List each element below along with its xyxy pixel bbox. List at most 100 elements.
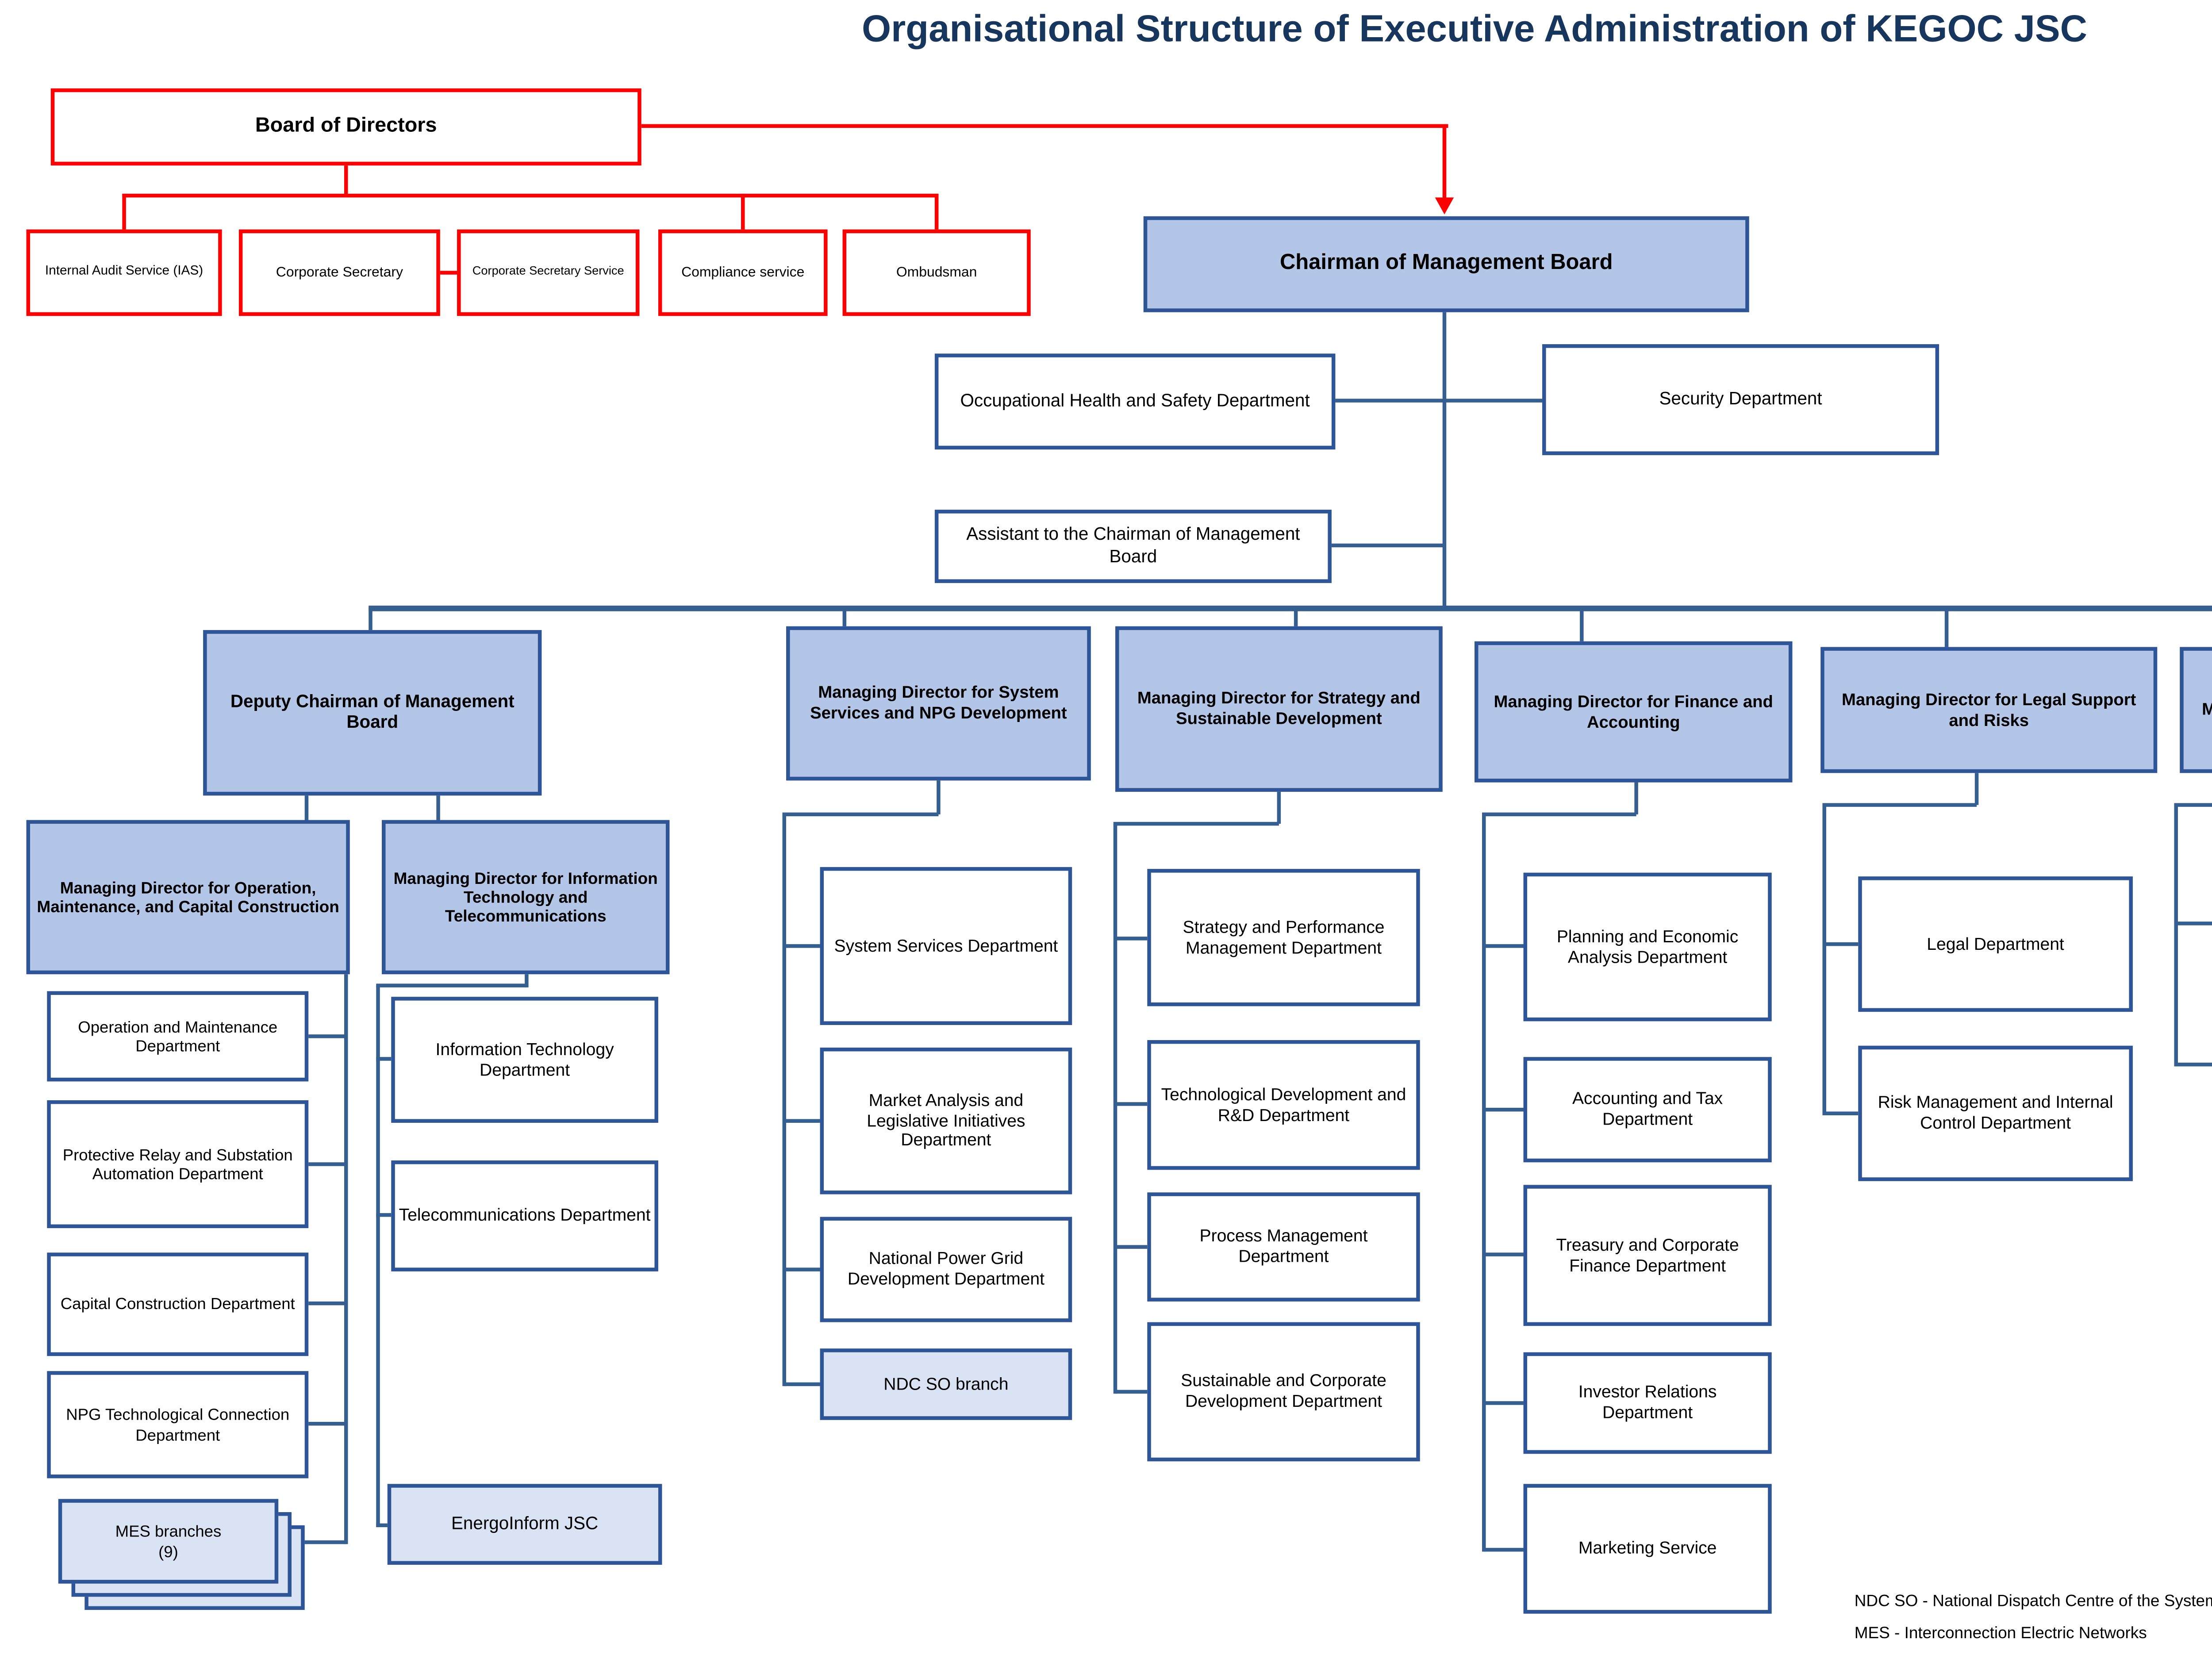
connector	[308, 1422, 346, 1425]
connector	[376, 1524, 390, 1527]
connector	[308, 1035, 346, 1038]
node-npg-development-department: National Power Grid Development Departme…	[820, 1217, 1072, 1322]
connector	[937, 780, 940, 814]
connector	[1484, 1108, 1524, 1111]
node-md-operation-maintenance-capital: Managing Director for Operation, Mainten…	[26, 820, 350, 975]
connector	[1484, 1402, 1524, 1405]
connector	[2174, 803, 2212, 806]
connector	[1484, 1253, 1524, 1256]
connector	[784, 1268, 820, 1271]
page-title: Organisational Structure of Executive Ad…	[861, 9, 2088, 51]
node-md-legal: Managing Director for Legal Support and …	[1820, 647, 2158, 773]
connector	[783, 814, 786, 1386]
node-mes-branches: MES branches (9)	[58, 1499, 279, 1584]
node-capital-construction-department: Capital Construction Department	[47, 1252, 309, 1356]
connector	[1444, 399, 1543, 402]
connector	[782, 813, 939, 816]
node-strategy-performance-department: Strategy and Performance Management Depa…	[1147, 869, 1420, 1006]
abbreviation-legend: NDC SO - National Dispatch Centre of the…	[1854, 1591, 2212, 1641]
connector	[784, 944, 820, 948]
node-ombudsman: Ombudsman	[842, 229, 1031, 316]
node-protective-relay-department: Protective Relay and Substation Automati…	[47, 1100, 309, 1229]
connector	[1277, 791, 1281, 824]
node-market-analysis-department: Market Analysis and Legislative Initiati…	[820, 1047, 1072, 1194]
connector	[344, 165, 348, 196]
connector	[1115, 937, 1148, 940]
connector	[1823, 805, 1826, 1116]
connector	[305, 795, 308, 820]
connector	[2174, 805, 2178, 1067]
connector	[1331, 544, 1444, 547]
connector	[1115, 1245, 1148, 1248]
node-md-finance: Managing Director for Finance and Accoun…	[1475, 641, 1793, 783]
node-npg-technological-connection-department: NPG Technological Connection Department	[47, 1371, 309, 1479]
connector	[440, 270, 457, 275]
connector	[1824, 942, 1859, 946]
node-planning-economic-department: Planning and Economic Analysis Departmen…	[1523, 872, 1772, 1022]
connector	[1115, 1390, 1148, 1394]
node-energoinform-jsc: EnergoInform JSC	[387, 1484, 662, 1565]
connector	[784, 1382, 820, 1386]
connector	[641, 124, 1448, 128]
node-operation-maintenance-department: Operation and Maintenance Department	[47, 991, 309, 1082]
connector	[1580, 607, 1583, 641]
connector	[369, 607, 372, 630]
connector	[1484, 944, 1524, 948]
connector	[2176, 1063, 2212, 1066]
node-risk-management-department: Risk Management and Internal Control Dep…	[1858, 1045, 2133, 1181]
node-legal-department: Legal Department	[1858, 876, 2133, 1012]
node-md-system-services: Managing Director for System Services an…	[786, 626, 1091, 781]
connector	[1115, 1102, 1148, 1106]
connector	[376, 985, 380, 1528]
arrow-down-icon	[1434, 197, 1453, 215]
node-sustainable-development-department: Sustainable and Corporate Development De…	[1147, 1322, 1420, 1462]
node-marketing-service: Marketing Service	[1523, 1484, 1772, 1614]
node-investor-relations-department: Investor Relations Department	[1523, 1352, 1772, 1454]
connector	[1114, 824, 1117, 1394]
node-accounting-tax-department: Accounting and Tax Department	[1523, 1057, 1772, 1163]
connector	[1822, 803, 1977, 806]
connector	[1442, 126, 1447, 200]
connector	[1482, 814, 1486, 1552]
node-ndc-so-branch: NDC SO branch	[820, 1348, 1072, 1420]
node-treasury-department: Treasury and Corporate Finance Departmen…	[1523, 1185, 1772, 1326]
connector	[437, 795, 440, 820]
connector	[1335, 399, 1444, 402]
connector	[369, 604, 2212, 611]
connector	[2176, 922, 2212, 925]
node-ohs-department: Occupational Health and Safety Departmen…	[934, 353, 1336, 450]
connector	[376, 1213, 392, 1217]
connector	[1484, 1548, 1524, 1551]
node-process-management-department: Process Management Department	[1147, 1192, 1420, 1302]
node-corporate-secretary-service: Corporate Secretary Service	[457, 229, 640, 316]
connector	[278, 1540, 346, 1544]
node-corporate-secretary: Corporate Secretary	[238, 229, 440, 316]
connector	[376, 1057, 392, 1060]
node-technological-development-department: Technological Development and R&D Depart…	[1147, 1040, 1420, 1170]
connector	[308, 1163, 346, 1166]
node-system-services-department: System Services Department	[820, 867, 1072, 1025]
node-md-it-telecom: Managing Director for Information Techno…	[382, 820, 670, 975]
node-assistant-to-chairman: Assistant to the Chairman of Management …	[934, 510, 1332, 583]
node-board-of-directors: Board of Directors	[50, 88, 641, 166]
connector	[122, 193, 939, 198]
connector	[1824, 1112, 1859, 1115]
connector	[1945, 607, 1948, 647]
connector	[934, 193, 939, 230]
node-security-department: Security Department	[1542, 344, 1939, 455]
node-deputy-chairman: Deputy Chairman of Management Board	[203, 630, 542, 796]
connector	[344, 974, 348, 1544]
connector	[122, 193, 127, 230]
node-internal-audit-service: Internal Audit Service (IAS)	[26, 229, 222, 316]
connector	[1294, 607, 1298, 626]
connector	[843, 607, 846, 626]
connector	[1443, 312, 1446, 608]
node-it-department: Information Technology Department	[391, 997, 658, 1123]
connector	[1635, 782, 1638, 814]
connector	[1113, 822, 1279, 826]
node-telecommunications-department: Telecommunications Department	[391, 1160, 658, 1271]
node-compliance-service: Compliance service	[658, 229, 828, 316]
connector	[308, 1302, 346, 1305]
connector	[1975, 773, 1978, 805]
